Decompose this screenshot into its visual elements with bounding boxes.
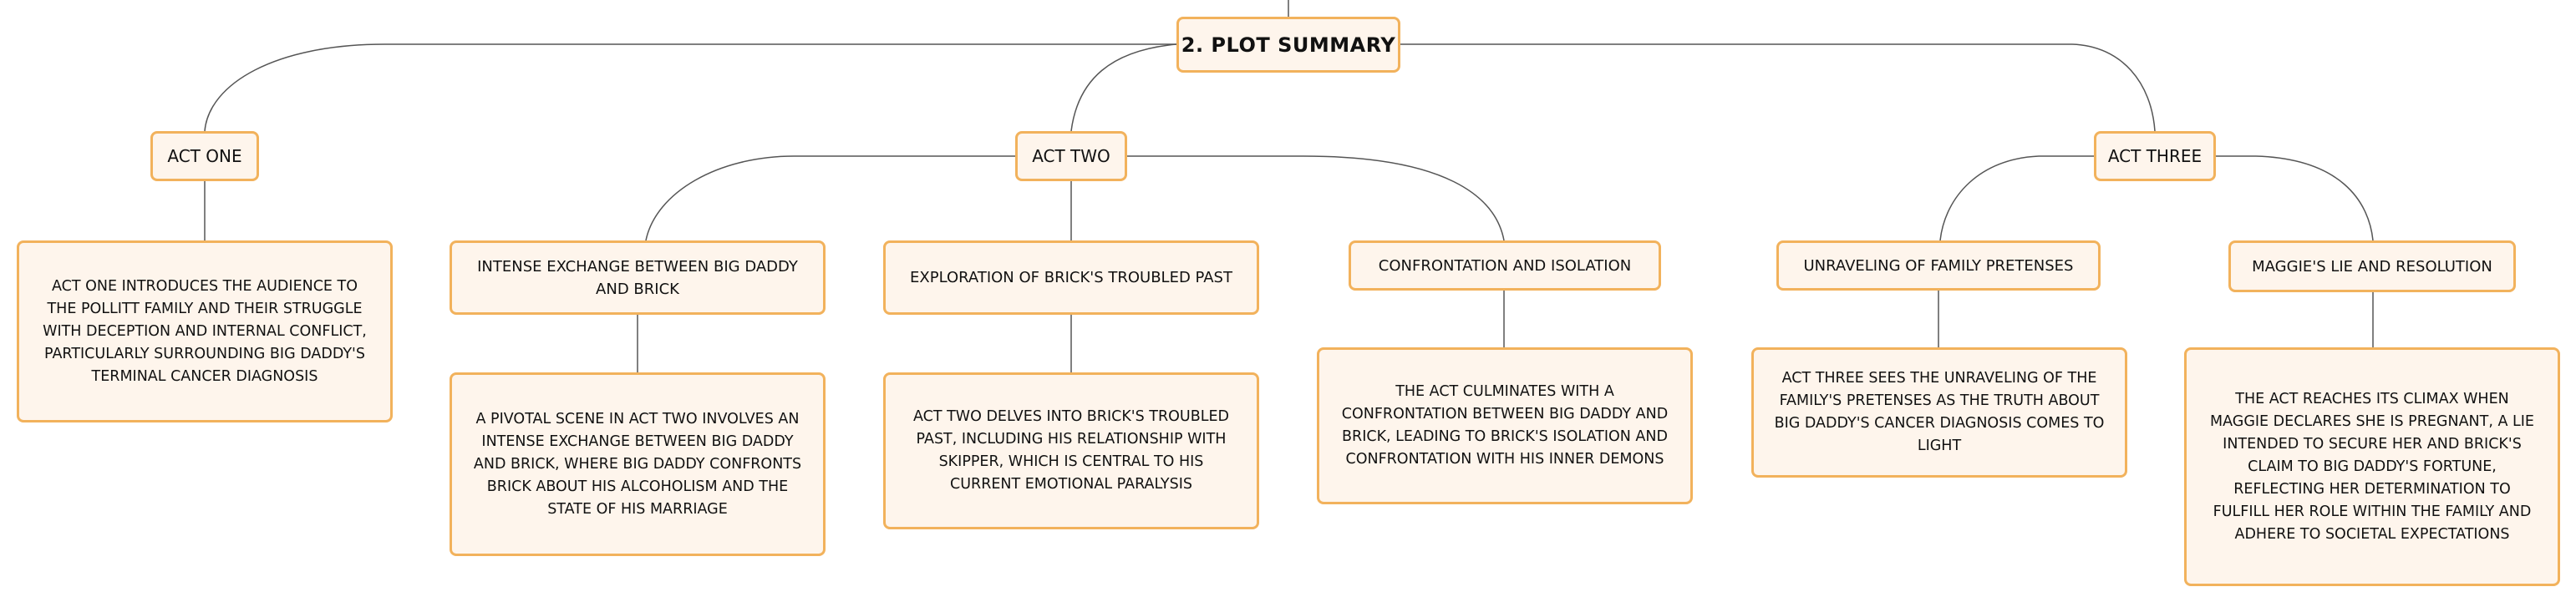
topic-node-unraveling[interactable]: UNRAVELING OF FAMILY PRETENSES [1776,240,2101,291]
act-one-label: ACT ONE [167,146,242,166]
root-node[interactable]: 2. PLOT SUMMARY [1176,17,1400,73]
connector-root-act-two [1070,43,1177,132]
connector-act-three-topic-2 [2216,155,2374,241]
act-two-label: ACT TWO [1032,146,1110,166]
act-one-node[interactable]: ACT ONE [150,131,259,181]
connector-act-two-topic-3 [1127,155,1505,241]
act-three-node[interactable]: ACT THREE [2094,131,2216,181]
topic-node-maggies-lie[interactable]: MAGGIE'S LIE AND RESOLUTION [2228,240,2516,292]
act-three-label: ACT THREE [2107,146,2203,166]
topic-label: EXPLORATION OF BRICK'S TROUBLED PAST [910,269,1232,286]
connector-root-act-one [204,43,1176,132]
topic-label: MAGGIE'S LIE AND RESOLUTION [2252,257,2492,276]
connector-act-three-topic-1 [1939,155,2094,241]
act-one-summary-node[interactable]: ACT ONE INTRODUCES THE AUDIENCE TO THE P… [17,240,393,422]
connector-root-act-three [1400,43,2156,132]
detail-text: ACT THREE SEES THE UNRAVELING OF THE FAM… [1774,370,2105,454]
detail-node-unraveling[interactable]: ACT THREE SEES THE UNRAVELING OF THE FAM… [1751,347,2127,478]
connector-act-two-topic-1 [645,155,1015,241]
topic-node-confrontation[interactable]: CONFRONTATION AND ISOLATION [1349,240,1661,291]
detail-node-confrontation[interactable]: THE ACT CULMINATES WITH A CONFRONTATION … [1317,347,1693,504]
detail-node-maggies-lie[interactable]: THE ACT REACHES ITS CLIMAX WHEN MAGGIE D… [2184,347,2560,586]
topic-node-bricks-past[interactable]: EXPLORATION OF BRICK'S TROUBLED PAST [883,240,1259,315]
detail-node-big-daddy-exchange[interactable]: A PIVOTAL SCENE IN ACT TWO INVOLVES AN I… [450,372,826,556]
detail-text: THE ACT CULMINATES WITH A CONFRONTATION … [1341,383,1669,468]
detail-text: A PIVOTAL SCENE IN ACT TWO INVOLVES AN I… [473,410,802,518]
act-one-summary-text: ACT ONE INTRODUCES THE AUDIENCE TO THE P… [43,277,367,385]
detail-text: ACT TWO DELVES INTO BRICK'S TROUBLED PAS… [912,408,1230,493]
act-two-node[interactable]: ACT TWO [1015,131,1127,181]
detail-text: THE ACT REACHES ITS CLIMAX WHEN MAGGIE D… [2210,390,2534,543]
topic-label: CONFRONTATION AND ISOLATION [1378,256,1632,275]
root-node-label: 2. PLOT SUMMARY [1181,33,1396,57]
topic-label: INTENSE EXCHANGE BETWEEN BIG DADDY AND B… [477,257,798,298]
detail-node-bricks-past[interactable]: ACT TWO DELVES INTO BRICK'S TROUBLED PAS… [883,372,1259,529]
topic-label: UNRAVELING OF FAMILY PRETENSES [1803,256,2074,275]
topic-node-big-daddy-exchange[interactable]: INTENSE EXCHANGE BETWEEN BIG DADDY AND B… [450,240,826,315]
